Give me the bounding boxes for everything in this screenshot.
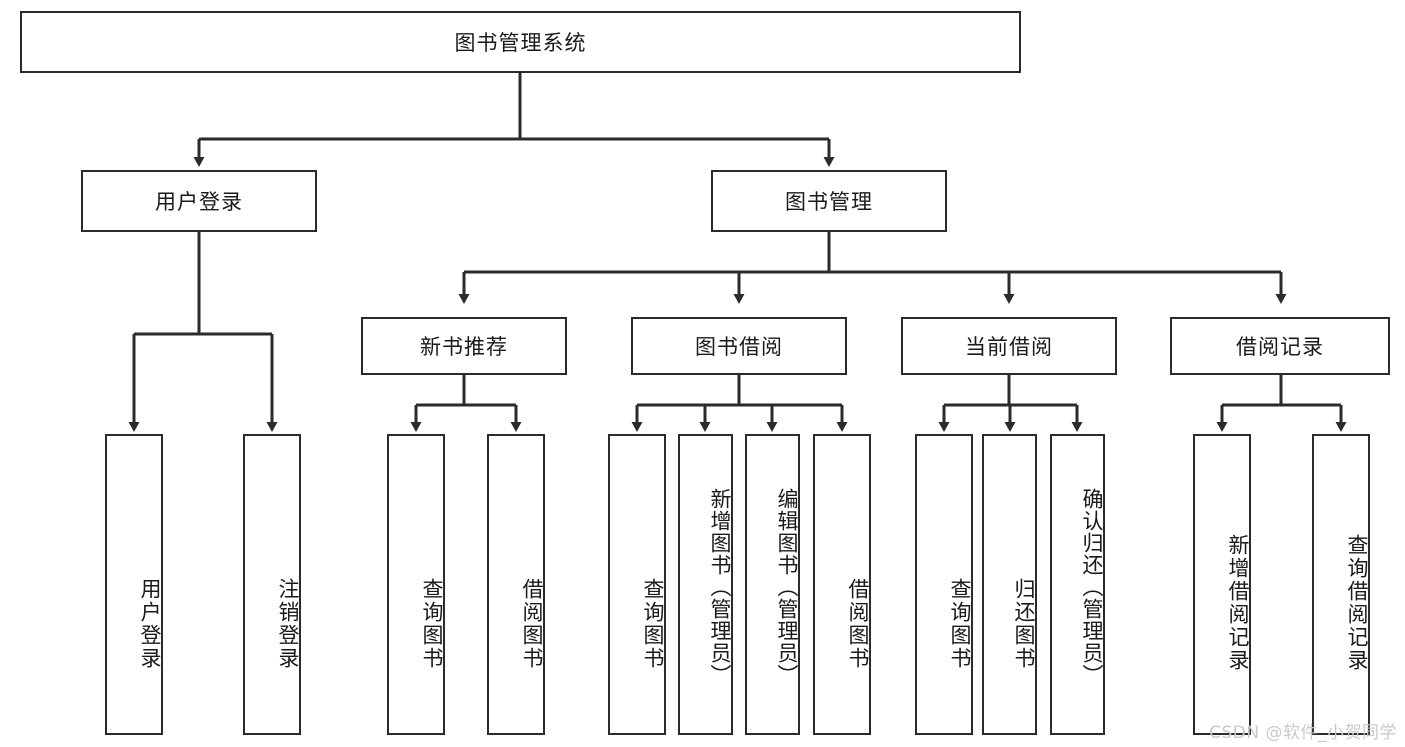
leaf-new-book-query-books[interactable]: 查询图书 xyxy=(387,434,445,735)
node-label: 查询借阅记录 xyxy=(1345,533,1369,672)
leaf-book-borrow-add-book-admin[interactable]: 新增图书（管理员） xyxy=(678,434,733,735)
leaf-current-borrow-return-books[interactable]: 归还图书 xyxy=(982,434,1037,735)
node-label: 图书管理系统 xyxy=(454,31,587,55)
leaf-borrow-record-query-record[interactable]: 查询借阅记录 xyxy=(1312,434,1370,735)
leaf-book-borrow-edit-book-admin[interactable]: 编辑图书（管理员） xyxy=(745,434,800,735)
node-label: 借阅图书 xyxy=(520,577,544,670)
node-label: 新增图书（管理员） xyxy=(708,487,732,686)
leaf-new-book-borrow-books[interactable]: 借阅图书 xyxy=(487,434,545,735)
leaf-borrow-record-add-record[interactable]: 新增借阅记录 xyxy=(1193,434,1251,735)
node-label: 查询图书 xyxy=(948,577,972,670)
node-label: 新增借阅记录 xyxy=(1226,533,1250,672)
node-label: 借阅记录 xyxy=(1236,335,1324,359)
leaf-current-borrow-query-books[interactable]: 查询图书 xyxy=(915,434,973,735)
node-book-borrow[interactable]: 图书借阅 xyxy=(631,317,847,375)
node-new-book-recommendation[interactable]: 新书推荐 xyxy=(361,317,567,375)
node-label: 编辑图书（管理员） xyxy=(775,487,799,686)
node-label: 借阅图书 xyxy=(846,577,870,670)
node-label: 确认归还（管理员） xyxy=(1080,487,1104,686)
node-root-book-management-system[interactable]: 图书管理系统 xyxy=(20,11,1021,73)
node-label: 用户登录 xyxy=(138,577,162,670)
node-label: 新书推荐 xyxy=(420,335,508,359)
leaf-book-borrow-borrow-books[interactable]: 借阅图书 xyxy=(813,434,871,735)
node-label: 查询图书 xyxy=(641,577,665,670)
leaf-user-login-logout[interactable]: 注销登录 xyxy=(243,434,301,735)
node-book-management[interactable]: 图书管理 xyxy=(711,170,947,232)
node-label: 查询图书 xyxy=(420,577,444,670)
node-user-login[interactable]: 用户登录 xyxy=(81,170,317,232)
node-label: 图书借阅 xyxy=(695,335,783,359)
node-label: 注销登录 xyxy=(276,577,300,670)
leaf-user-login-login[interactable]: 用户登录 xyxy=(105,434,163,735)
node-label: 当前借阅 xyxy=(965,335,1053,359)
node-label: 归还图书 xyxy=(1012,577,1036,670)
leaf-book-borrow-query-books[interactable]: 查询图书 xyxy=(608,434,666,735)
csdn-watermark: CSDN @软件_小贺同学 xyxy=(1209,723,1397,743)
leaf-current-borrow-confirm-return-admin[interactable]: 确认归还（管理员） xyxy=(1050,434,1105,735)
node-current-borrow[interactable]: 当前借阅 xyxy=(901,317,1117,375)
node-borrow-record[interactable]: 借阅记录 xyxy=(1170,317,1390,375)
node-label: 图书管理 xyxy=(785,190,873,214)
node-label: 用户登录 xyxy=(155,190,243,214)
